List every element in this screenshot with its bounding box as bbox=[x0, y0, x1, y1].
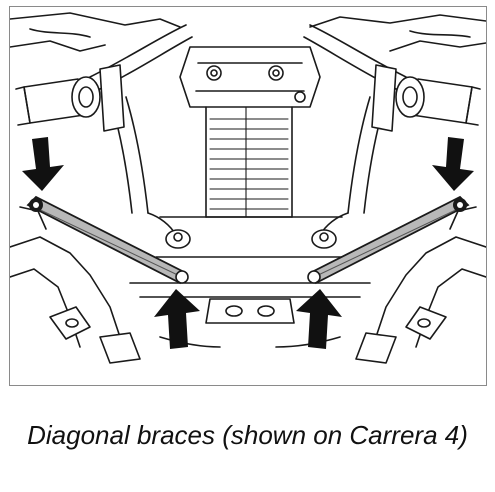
right-diagonal-brace bbox=[307, 195, 470, 285]
left-bushing bbox=[15, 64, 125, 132]
arrow-up-icon bbox=[296, 289, 342, 349]
left-diagonal-brace bbox=[26, 195, 189, 285]
suspension-illustration bbox=[10, 12, 486, 364]
center-differential bbox=[179, 46, 321, 218]
figure-caption: Diagonal braces (shown on Carrera 4) bbox=[27, 420, 468, 450]
arrow-up-icon bbox=[154, 289, 200, 349]
left-subframe bbox=[10, 206, 141, 364]
right-subframe bbox=[355, 206, 486, 364]
center-mount-bolts bbox=[155, 216, 351, 258]
arrow-down-icon bbox=[22, 137, 64, 191]
figure-frame bbox=[9, 6, 487, 386]
arrow-down-icon bbox=[432, 137, 474, 191]
right-bushing bbox=[371, 64, 481, 132]
upper-body-structure bbox=[10, 12, 486, 52]
